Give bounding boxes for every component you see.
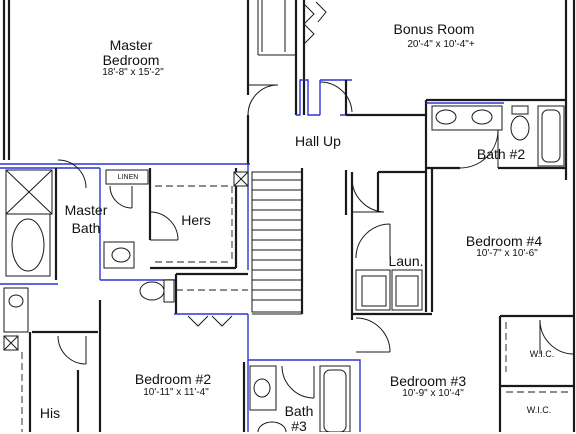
bath-3-name-2: #3 [291, 418, 307, 434]
bath-3-name-1: Bath [284, 403, 314, 419]
bedroom-3-dims: 10'-9" x 10'-4" [402, 388, 464, 399]
laundry-walls [344, 168, 434, 353]
bonus-room-name: Bonus Room [393, 21, 475, 37]
wic-2-name: W.I.C. [526, 405, 552, 415]
staircase [251, 168, 304, 315]
hers-name: Hers [181, 212, 211, 228]
master-bath-walls [0, 159, 250, 432]
wic-1-name: W.I.C. [529, 349, 555, 359]
master-bath-name-1: Master [64, 202, 108, 218]
linen-label: LINEN [117, 174, 139, 181]
his-name: His [39, 405, 61, 421]
hall-up-name: Hall Up [295, 133, 341, 149]
master-bedroom-name-1: Master [109, 37, 153, 53]
master-bedroom-title: Master Bedroom [100, 37, 162, 69]
upper-walls [246, 0, 426, 165]
bath-3-title: Bath #3 [280, 403, 318, 434]
bedroom-2-name: Bedroom #2 [134, 371, 212, 387]
bedroom-3-name: Bedroom #3 [389, 373, 467, 389]
master-bedroom-dims: 18'-8" x 15'-2" [102, 67, 164, 78]
master-bath-name-2: Bath [71, 220, 101, 237]
bedroom-4-name: Bedroom #4 [465, 233, 543, 249]
wic-walls [498, 314, 575, 432]
bath-2-name: Bath #2 [476, 146, 526, 162]
bonus-room-dims: 20'-4" x 10'-4"+ [407, 39, 475, 50]
bedroom-4-dims: 10'-7" x 10'-6" [476, 248, 538, 259]
master-bath-title: Master Bath [58, 202, 114, 237]
bedroom-2-dims: 10'-11" x 11'-4" [143, 387, 209, 398]
bath-3-walls [174, 313, 361, 432]
bath-2-walls [424, 98, 566, 170]
master-bedroom-name-2: Bedroom [102, 52, 160, 69]
laundry-name: Laun. [388, 253, 424, 269]
